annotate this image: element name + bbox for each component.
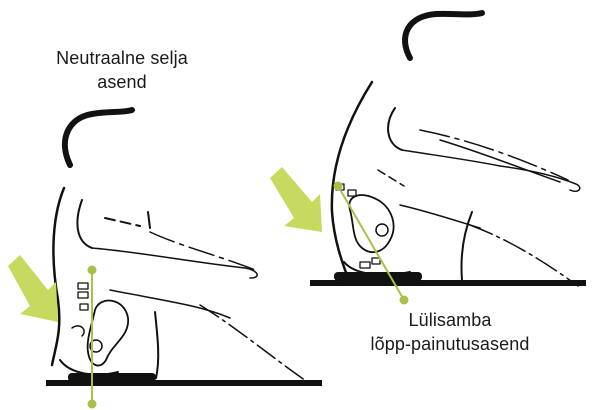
flexion-label-line1: Lülisamba bbox=[340, 308, 560, 332]
flexion-label-line2: lõpp-painutusasend bbox=[340, 332, 560, 356]
neutral-pelvis bbox=[88, 301, 129, 366]
flexion-shoulder bbox=[388, 108, 402, 150]
neutral-hip-bone bbox=[72, 326, 84, 336]
neutral-vertebra-2 bbox=[78, 292, 88, 298]
neutral-back bbox=[52, 188, 64, 365]
neutral-arrow-icon bbox=[8, 255, 58, 322]
neutral-vertebra-3 bbox=[80, 304, 88, 310]
flexion-arm-lower bbox=[420, 130, 568, 180]
flexion-vertebra-3 bbox=[360, 262, 370, 268]
flexion-forearm bbox=[440, 140, 560, 182]
flexion-sacrum bbox=[376, 224, 388, 236]
neutral-guide-top bbox=[89, 267, 96, 274]
arrow-down-right-icon bbox=[8, 167, 322, 322]
neutral-label-line1: Neutraalne selja bbox=[22, 46, 222, 70]
flexion-figure bbox=[332, 13, 580, 286]
neutral-guide-bottom bbox=[89, 401, 96, 408]
flexion-guide-top bbox=[335, 183, 342, 190]
flexion-tick bbox=[378, 170, 404, 186]
flexion-mat bbox=[334, 272, 422, 281]
neutral-mat bbox=[68, 373, 156, 382]
neutral-thigh bbox=[110, 290, 230, 318]
neutral-vertebra-1 bbox=[78, 283, 88, 289]
neutral-forearm bbox=[150, 232, 255, 270]
flexion-back bbox=[332, 82, 372, 278]
neutral-arm-upper bbox=[105, 218, 140, 226]
neutral-leg bbox=[200, 305, 312, 385]
flexion-guide-bottom bbox=[401, 297, 408, 304]
neutral-arm-lower bbox=[92, 248, 257, 278]
neutral-posture-label: Neutraalne selja asend bbox=[22, 46, 222, 94]
neutral-label-line2: asend bbox=[22, 70, 222, 94]
neutral-head bbox=[65, 110, 132, 165]
neutral-knee bbox=[155, 312, 158, 378]
flexion-leg bbox=[470, 225, 578, 286]
flexion-vertebra-2 bbox=[348, 190, 356, 196]
neutral-buttock bbox=[60, 360, 118, 375]
neutral-chest bbox=[77, 200, 92, 248]
flexion-head bbox=[405, 13, 482, 58]
flexion-arrow-icon bbox=[270, 167, 322, 232]
flexion-vertebra-4 bbox=[372, 258, 380, 264]
neutral-tick bbox=[148, 212, 150, 228]
flexion-arm-upper bbox=[402, 150, 580, 191]
flexion-posture-label: Lülisamba lõpp-painutusasend bbox=[340, 308, 560, 356]
